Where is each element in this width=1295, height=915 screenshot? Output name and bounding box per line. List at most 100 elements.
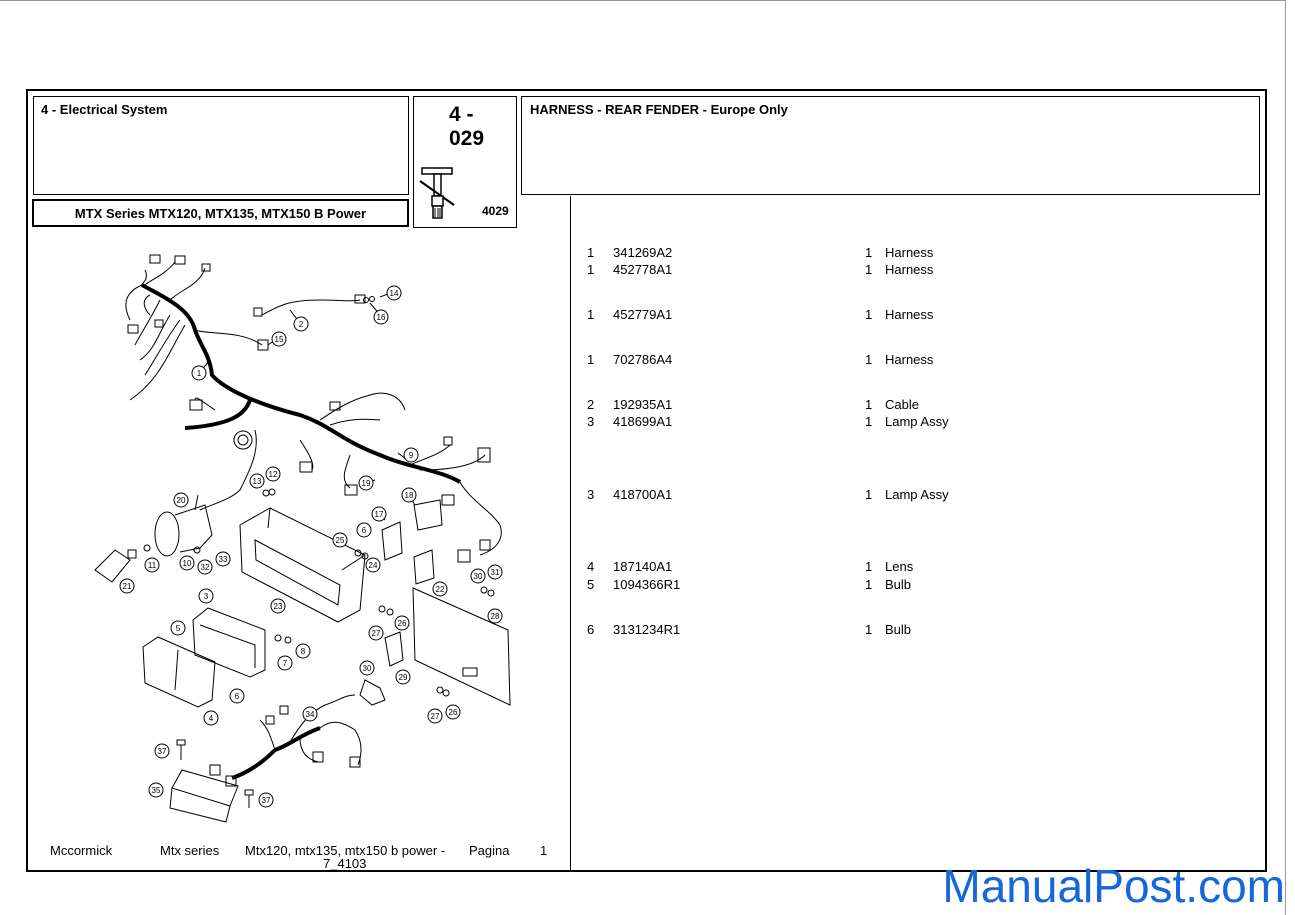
part-qty: 1 — [865, 262, 873, 277]
svg-text:2: 2 — [299, 320, 304, 329]
section-title: 4 - Electrical System — [41, 102, 168, 117]
part-desc: Bulb — [885, 622, 912, 637]
svg-text:11: 11 — [148, 561, 157, 570]
part-qty: 1 — [865, 487, 873, 502]
svg-text:30: 30 — [363, 664, 372, 673]
part-desc: Harness — [885, 352, 934, 367]
page-title: HARNESS - REAR FENDER - Europe Only — [530, 102, 788, 117]
svg-text:32: 32 — [201, 563, 210, 572]
footer-series: Mtx series — [160, 843, 220, 858]
part-number: 418699A1 — [613, 414, 673, 429]
svg-text:12: 12 — [269, 470, 278, 479]
sheet-edge-right — [1285, 0, 1286, 915]
footer-model-line1: Mtx120, mtx135, mtx150 b power - — [245, 843, 446, 858]
svg-text:15: 15 — [275, 335, 284, 344]
svg-text:27: 27 — [431, 712, 440, 721]
svg-text:30: 30 — [474, 572, 483, 581]
svg-text:19: 19 — [362, 479, 371, 488]
svg-text:22: 22 — [436, 585, 445, 594]
part-qty: 1 — [865, 352, 873, 367]
part-number: 341269A2 — [613, 245, 673, 260]
svg-text:27: 27 — [372, 629, 381, 638]
svg-text:17: 17 — [375, 510, 384, 519]
svg-text:20: 20 — [177, 496, 186, 505]
svg-text:28: 28 — [491, 612, 500, 621]
part-desc: Harness — [885, 262, 934, 277]
sheet-edge-top — [0, 0, 1286, 1]
part-desc: Harness — [885, 245, 934, 260]
svg-text:25: 25 — [336, 536, 345, 545]
part-qty: 1 — [865, 622, 873, 637]
svg-text:7: 7 — [283, 659, 288, 668]
part-desc: Lens — [885, 559, 914, 574]
svg-text:29: 29 — [399, 673, 408, 682]
footer-brand: Mccormick — [50, 843, 113, 858]
model-title: MTX Series MTX120, MTX135, MTX150 B Powe… — [74, 206, 367, 221]
svg-text:23: 23 — [274, 602, 283, 611]
part-ref: 4 — [587, 559, 595, 574]
part-ref: 1 — [587, 352, 595, 367]
part-qty: 1 — [865, 559, 873, 574]
footer-model-line2: 7_4103 — [323, 856, 367, 871]
footer-page-label: Pagina — [469, 843, 510, 858]
column-divider — [570, 196, 571, 871]
svg-text:26: 26 — [398, 619, 407, 628]
part-qty: 1 — [865, 577, 873, 592]
svg-text:21: 21 — [123, 582, 132, 591]
svg-text:26: 26 — [449, 708, 458, 717]
svg-text:1: 1 — [197, 369, 202, 378]
part-desc: Bulb — [885, 577, 912, 592]
svg-text:16: 16 — [377, 313, 386, 322]
part-desc: Lamp Assy — [885, 487, 949, 502]
svg-text:31: 31 — [491, 568, 500, 577]
section-box: 4 - Electrical System — [33, 96, 409, 195]
page-frame — [26, 89, 1267, 872]
part-ref: 6 — [587, 622, 595, 637]
part-qty: 1 — [865, 397, 873, 412]
svg-text:8: 8 — [301, 647, 306, 656]
part-ref: 1 — [587, 307, 595, 322]
svg-text:13: 13 — [253, 477, 262, 486]
part-qty: 1 — [865, 414, 873, 429]
svg-text:18: 18 — [405, 491, 414, 500]
part-ref: 1 — [587, 262, 595, 277]
thumbnail-icon — [419, 167, 455, 219]
svg-text:3: 3 — [204, 592, 209, 601]
sub-code: 4029 — [482, 204, 509, 218]
part-ref: 1 — [587, 245, 595, 260]
svg-text:6: 6 — [235, 692, 240, 701]
svg-text:37: 37 — [262, 796, 271, 805]
part-desc: Harness — [885, 307, 934, 322]
part-desc: Cable — [885, 397, 919, 412]
part-number: 3131234R1 — [613, 622, 681, 637]
part-qty: 1 — [865, 307, 873, 322]
page-code-line1: 4 - — [449, 103, 474, 126]
part-number: 187140A1 — [613, 559, 673, 574]
svg-text:37: 37 — [158, 747, 167, 756]
svg-text:9: 9 — [409, 451, 414, 460]
part-number: 452778A1 — [613, 262, 673, 277]
svg-text:34: 34 — [306, 710, 315, 719]
part-number: 192935A1 — [613, 397, 673, 412]
part-ref: 3 — [587, 414, 595, 429]
page-code-box: 4 - 029 4029 — [413, 96, 517, 228]
svg-text:24: 24 — [369, 561, 378, 570]
part-number: 418700A1 — [613, 487, 673, 502]
part-ref: 2 — [587, 397, 595, 412]
watermark-link[interactable]: ManualPost.com — [942, 860, 1285, 912]
model-box: MTX Series MTX120, MTX135, MTX150 B Powe… — [32, 199, 409, 227]
page-code-line2: 029 — [449, 127, 485, 150]
part-ref: 3 — [587, 487, 595, 502]
title-box: HARNESS - REAR FENDER - Europe Only — [521, 96, 1260, 195]
svg-text:10: 10 — [183, 559, 192, 568]
part-number: 452779A1 — [613, 307, 673, 322]
part-desc: Lamp Assy — [885, 414, 949, 429]
svg-text:14: 14 — [390, 289, 399, 298]
svg-text:4: 4 — [209, 714, 214, 723]
footer-page-number: 1 — [540, 843, 548, 858]
svg-text:5: 5 — [176, 624, 181, 633]
part-number: 702786A4 — [613, 352, 673, 367]
svg-text:33: 33 — [219, 555, 228, 564]
part-number: 1094366R1 — [613, 577, 681, 592]
